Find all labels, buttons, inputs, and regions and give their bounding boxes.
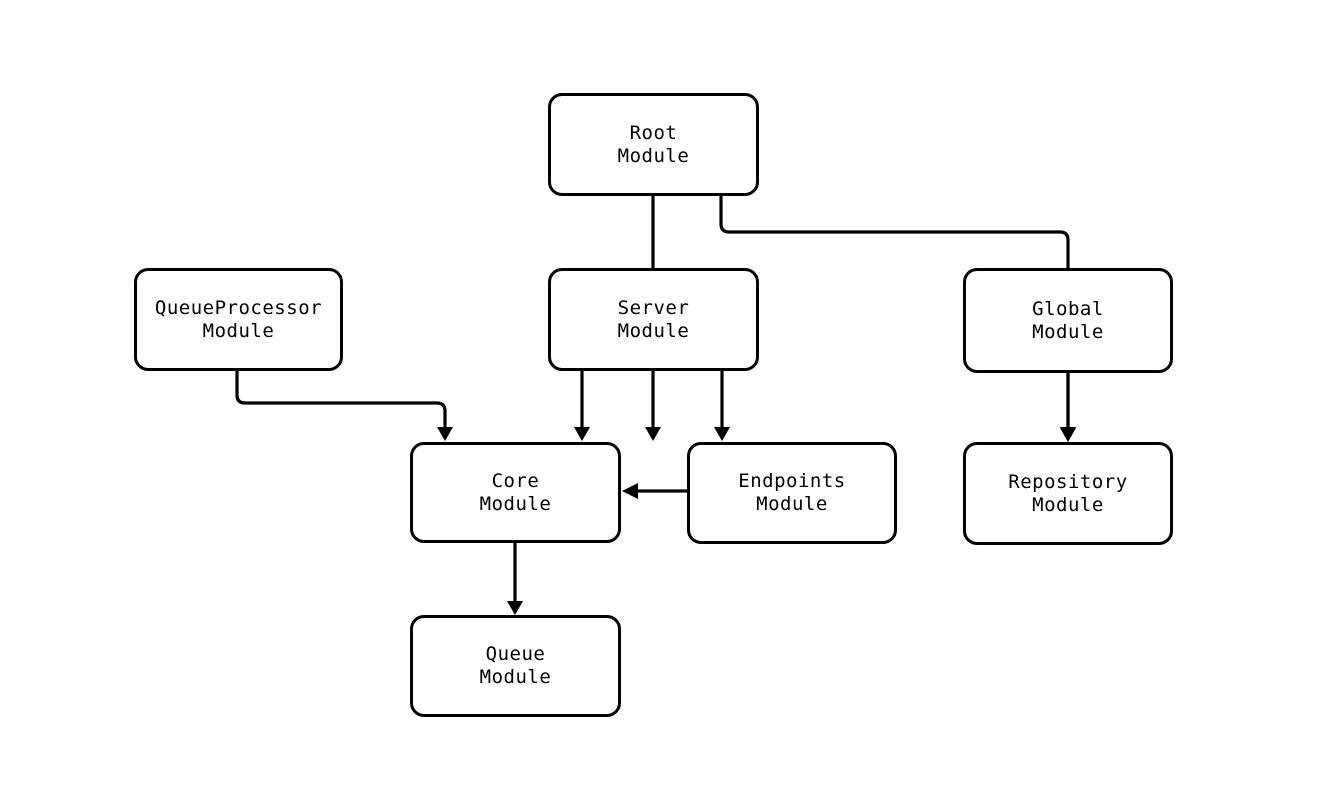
- node-core-module-label: Core Module: [479, 469, 552, 515]
- edge-server-to-endpoints: [714, 371, 730, 441]
- node-queue-module[interactable]: Queue Module: [410, 615, 621, 717]
- node-queueprocessor-module[interactable]: QueueProcessor Module: [134, 268, 343, 371]
- node-endpoints-module[interactable]: Endpoints Module: [687, 442, 897, 544]
- node-queueprocessor-module-label: QueueProcessor Module: [154, 296, 323, 342]
- node-repository-module[interactable]: Repository Module: [963, 442, 1173, 545]
- node-core-module[interactable]: Core Module: [410, 442, 621, 543]
- node-repository-module-label: Repository Module: [1008, 470, 1128, 516]
- node-endpoints-module-label: Endpoints Module: [738, 470, 846, 515]
- node-root-module-label: Root Module: [617, 121, 690, 167]
- node-global-module-label: Global Module: [1032, 297, 1104, 343]
- edge-queueprocessor-to-core: [235, 370, 453, 441]
- node-queue-module-label: Queue Module: [479, 643, 552, 688]
- node-root-module[interactable]: Root Module: [548, 93, 759, 196]
- edge-server-to-core: [574, 371, 590, 441]
- edge-endpoints-to-core: [622, 483, 687, 499]
- node-server-module-label: Server Module: [617, 296, 690, 342]
- edge-core-to-queue: [507, 543, 523, 615]
- edge-global-to-repository: [1060, 373, 1076, 442]
- node-server-module[interactable]: Server Module: [548, 268, 759, 371]
- node-global-module[interactable]: Global Module: [963, 268, 1173, 373]
